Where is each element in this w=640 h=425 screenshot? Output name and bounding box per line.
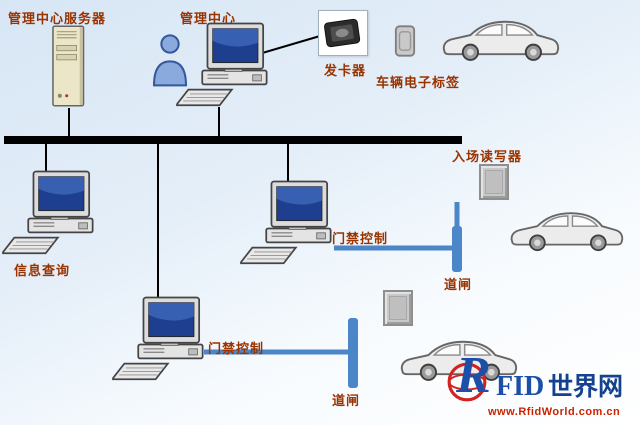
logo-fid-text: FID [496, 371, 545, 402]
bus-line [4, 136, 462, 144]
computer-icon-info-query [2, 168, 98, 255]
label-card-issuer: 发卡器 [324, 63, 367, 78]
label-access-control-1: 门禁控制 [332, 231, 389, 246]
card-issuer-box [318, 10, 368, 56]
server-icon [46, 24, 92, 108]
vehicle-tag-icon [394, 24, 416, 58]
reader-icon [383, 290, 413, 326]
computer-icon-access-control-1 [240, 178, 336, 265]
logo-letter-r: R [456, 347, 491, 404]
computer-icon-access-control-2 [112, 294, 208, 381]
label-barrier-1: 道闸 [444, 277, 473, 292]
label-management-server: 管理中心服务器 [8, 11, 107, 26]
car-icon [438, 12, 562, 62]
computer-icon-management [176, 20, 272, 107]
logo-text-row: R FID 世界网 [446, 350, 640, 406]
label-vehicle-tag: 车辆电子标签 [376, 75, 461, 90]
barrier-bar [348, 318, 358, 388]
card-issuer-icon [320, 12, 366, 54]
logo-url: www.RfidWorld.com.cn [488, 406, 621, 418]
label-entrance-reader: 入场读写器 [452, 149, 523, 164]
label-barrier-2: 道闸 [332, 393, 361, 408]
logo-cn-text: 世界网 [548, 373, 624, 401]
reader-icon [479, 164, 509, 200]
rfidworld-logo: R FID 世界网 www.RfidWorld.com.cn [446, 350, 640, 424]
label-management-center: 管理中心 [180, 11, 237, 26]
car-icon [506, 204, 626, 252]
label-info-query: 信息查询 [14, 263, 71, 278]
barrier-bar [452, 226, 462, 272]
label-access-control-2: 门禁控制 [208, 341, 265, 356]
logo-globe-icon [447, 362, 487, 402]
